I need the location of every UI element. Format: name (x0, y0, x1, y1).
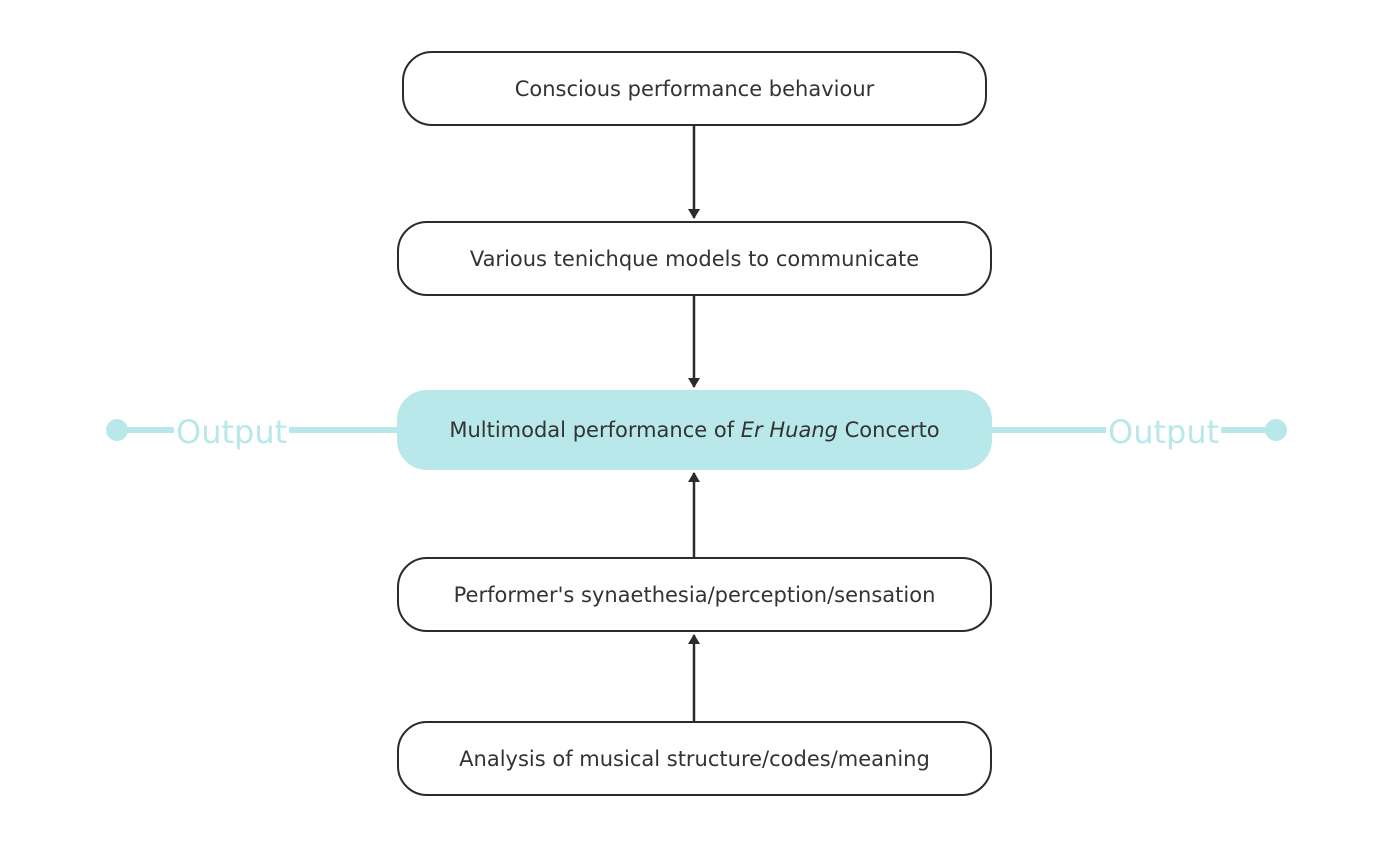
node-multimodal-performance: Multimodal performance of Er Huang Conce… (397, 390, 992, 470)
node-label: Analysis of musical structure/codes/mean… (459, 746, 930, 771)
node-label: Multimodal performance of Er Huang Conce… (449, 418, 939, 442)
node-label: Various tenichque models to communicate (469, 246, 920, 271)
node-label: Conscious performance behaviour (514, 76, 875, 101)
node-label: Performer's synaethesia/perception/sensa… (453, 582, 936, 607)
node-conscious-performance: Conscious performance behaviour (402, 51, 987, 126)
node-label-suffix: Concerto (837, 418, 940, 442)
output-label-right: Output (1106, 413, 1222, 451)
output-dot-right (1265, 419, 1287, 441)
output-label-left: Output (174, 413, 290, 451)
output-dot-left (106, 419, 128, 441)
node-musical-analysis: Analysis of musical structure/codes/mean… (397, 721, 992, 796)
node-label-prefix: Multimodal performance of (449, 418, 741, 442)
node-performer-perception: Performer's synaethesia/perception/sensa… (397, 557, 992, 632)
node-label-italic: Er Huang (740, 418, 838, 442)
node-technique-models: Various tenichque models to communicate (397, 221, 992, 296)
